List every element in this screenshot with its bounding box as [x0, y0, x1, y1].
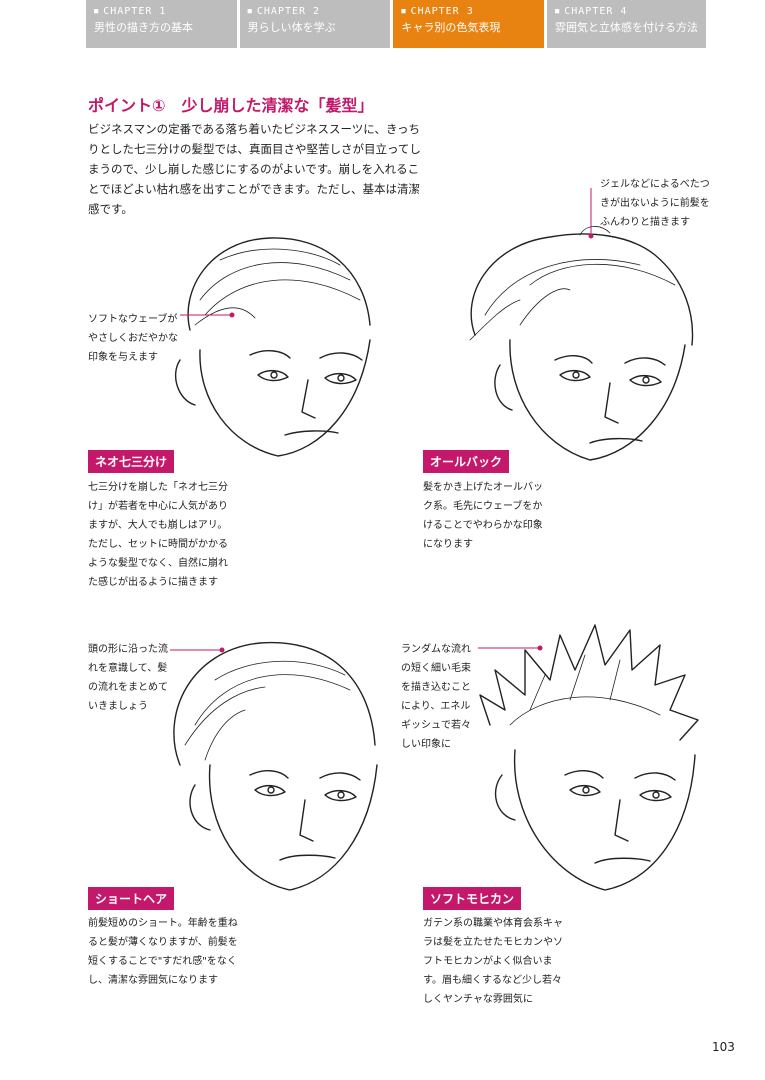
intro-paragraph: ビジネスマンの定番である落ち着いたビジネススーツに、きっちりとした七三分けの髪型… — [88, 122, 421, 216]
chapter-number: CHAPTER 2 — [248, 6, 383, 17]
label-soft-mohawk: ソフトモヒカン — [423, 887, 522, 910]
leader-line-2 — [588, 188, 594, 239]
note-soft-mohawk: ランダムな流れ の短く細い毛束 を描き込むこと により、エネル ギッシュで若々 … — [401, 644, 471, 750]
illustration-short-hair — [173, 641, 378, 891]
illustration-soft-mohawk — [479, 624, 699, 891]
chapter-number: CHAPTER 3 — [401, 6, 536, 17]
note-neo-shichisan: ソフトなウェーブが やさしくおだやかな 印象を与えます — [88, 314, 178, 363]
chapter-tab-2: CHAPTER 2 男らしい体を学ぶ — [239, 0, 391, 48]
chapter-tab-4: CHAPTER 4 雰囲気と立体感を付ける方法 — [547, 0, 707, 48]
note-short-hair: 頭の形に沿った流 れを意識して、髪 の流れをまとめて いきましょう — [88, 644, 168, 712]
section-heading: ポイント① 少し崩した清潔な「髪型」 — [88, 96, 374, 115]
page-number: 103 — [712, 1040, 735, 1054]
illustration-neo-shichisan — [175, 237, 371, 457]
description-neo-shichisan: 七三分けを崩した「ネオ七三分 け」が若者を中心に人気があり ますが、大人でも崩し… — [88, 482, 228, 588]
label-neo-shichisan: ネオ七三分け — [88, 450, 175, 473]
chapter-tabs: CHAPTER 1 男性の描き方の基本 CHAPTER 2 男らしい体を学ぶ C… — [86, 0, 707, 48]
label-short-hair: ショートヘア — [88, 887, 175, 910]
leader-line-3 — [170, 647, 225, 653]
chapter-title: 男性の描き方の基本 — [94, 21, 193, 34]
description-soft-mohawk: ガテン系の職業や体育会系キャ ラは髪を立たせたモヒカンやソ フトモヒカンがよく似… — [423, 918, 563, 1005]
description-all-back: 髪をかき上げたオールバッ ク系。毛先にウェーブをか けることでやわらかな印象 に… — [423, 482, 543, 550]
note-all-back: ジェルなどによるべたつ きが出ないように前髪を ふんわりと描きます — [600, 179, 710, 228]
leader-line-4 — [478, 645, 543, 651]
chapter-number: CHAPTER 1 — [94, 6, 229, 17]
label-all-back: オールバック — [423, 450, 510, 473]
chapter-number: CHAPTER 4 — [555, 6, 698, 17]
chapter-tab-3-active: CHAPTER 3 キャラ別の色気表現 — [393, 0, 545, 48]
chapter-title: 雰囲気と立体感を付ける方法 — [555, 21, 699, 34]
description-short-hair: 前髪短めのショート。年齢を重ね ると髪が薄くなりますが、前髪を 短くすることで"… — [88, 918, 238, 986]
illustration-all-back — [469, 226, 694, 461]
leader-line-1 — [180, 312, 235, 318]
chapter-title: 男らしい体を学ぶ — [247, 21, 336, 34]
chapter-tab-1: CHAPTER 1 男性の描き方の基本 — [86, 0, 237, 48]
chapter-title: キャラ別の色気表現 — [401, 21, 501, 34]
